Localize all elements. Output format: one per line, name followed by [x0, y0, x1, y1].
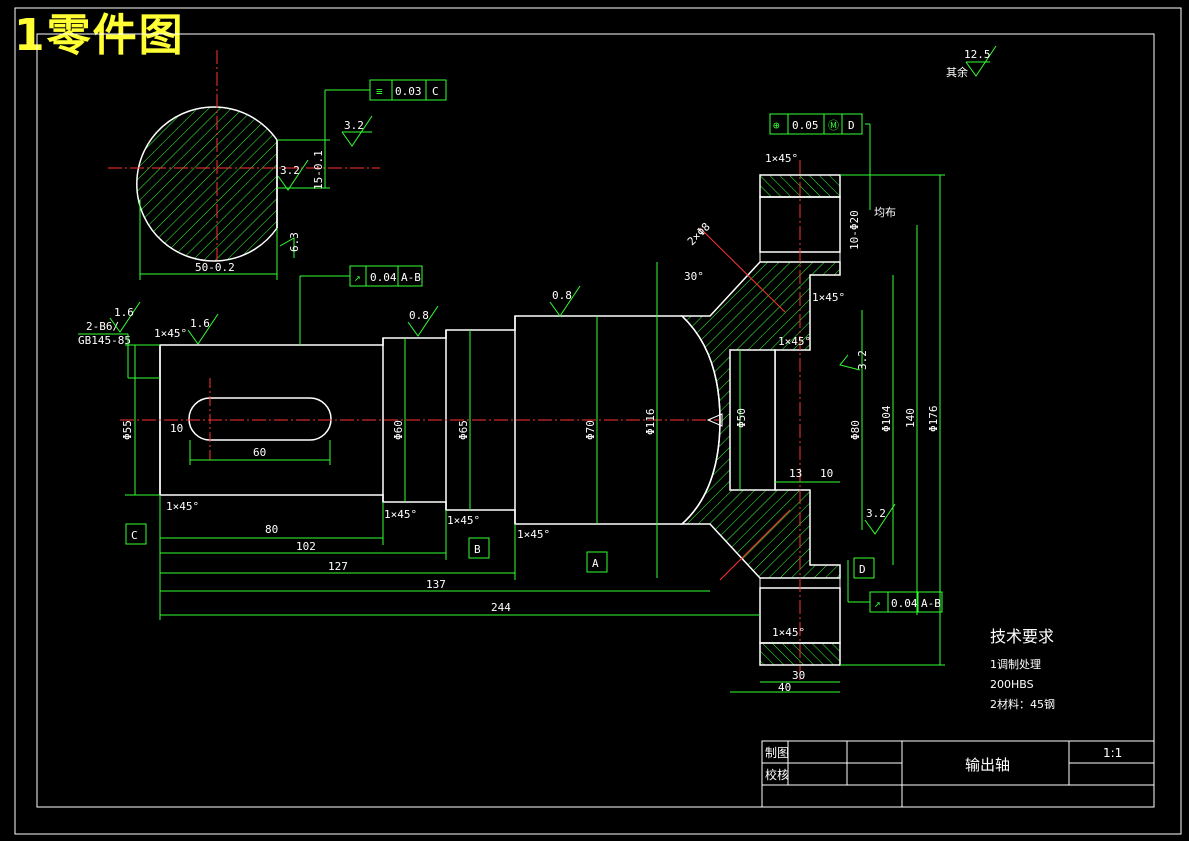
svg-text:Φ104: Φ104 — [880, 405, 893, 432]
svg-text:12.5: 12.5 — [964, 48, 991, 61]
section-roughness-side: 3.2 — [280, 164, 300, 177]
svg-text:D: D — [848, 119, 855, 132]
svg-text:Φ55: Φ55 — [121, 420, 134, 440]
symmetry-tol: 0.03 — [395, 85, 422, 98]
outer-border — [14, 7, 1182, 835]
svg-text:↗: ↗ — [354, 271, 361, 284]
svg-text:1×45°: 1×45° — [772, 626, 805, 639]
svg-text:10: 10 — [170, 422, 183, 435]
svg-text:40: 40 — [778, 681, 791, 694]
svg-text:D: D — [859, 563, 866, 576]
roughness-4: 3.2 — [856, 350, 869, 370]
svg-text:C: C — [131, 529, 138, 542]
roughness-1: 1.6 — [190, 317, 210, 330]
runout-bottom: ↗ 0.04 A-B — [869, 591, 943, 613]
section-roughness-top: 3.2 — [344, 119, 364, 132]
svg-text:B: B — [474, 543, 481, 556]
svg-text:Φ80: Φ80 — [849, 420, 862, 440]
svg-text:1×45°: 1×45° — [154, 327, 187, 340]
svg-text:A-B: A-B — [401, 271, 421, 284]
svg-text:Φ60: Φ60 — [392, 420, 405, 440]
svg-text:0.04: 0.04 — [370, 271, 397, 284]
svg-text:60: 60 — [253, 446, 266, 459]
svg-text:13: 13 — [789, 467, 802, 480]
datum-labels: C B A D — [125, 523, 875, 579]
section-view: 50-0.2 15-0.1 ≡ 0.03 C 3.2 3.2 6.3 — [108, 50, 447, 280]
svg-text:Φ70: Φ70 — [584, 420, 597, 440]
svg-text:A: A — [592, 557, 599, 570]
checked-label: 校核 — [765, 767, 789, 782]
svg-text:0.04: 0.04 — [891, 597, 918, 610]
svg-text:Ⓜ: Ⓜ — [828, 119, 839, 132]
svg-text:GB145-85: GB145-85 — [78, 334, 131, 347]
svg-text:2-B6/: 2-B6/ — [86, 320, 119, 333]
svg-text:1×45°: 1×45° — [447, 514, 480, 527]
svg-text:30°: 30° — [684, 270, 704, 283]
runout-top: ↗ 0.04 A-B — [349, 265, 423, 287]
center-hole-note: 2-B6/ GB145-85 1.6 — [78, 301, 160, 379]
svg-text:200HBS: 200HBS — [990, 678, 1034, 691]
svg-text:1×45°: 1×45° — [765, 152, 798, 165]
svg-text:1×45°: 1×45° — [166, 500, 199, 513]
svg-text:Φ65: Φ65 — [457, 420, 470, 440]
roughness-5: 3.2 — [866, 507, 886, 520]
general-roughness: 12.5 其余 — [946, 45, 997, 79]
dimension-lines — [125, 123, 945, 693]
keyway-depth: 15-0.1 — [312, 150, 325, 190]
svg-text:Φ116: Φ116 — [644, 409, 657, 436]
svg-text:1.6: 1.6 — [114, 306, 134, 319]
svg-text:127: 127 — [328, 560, 348, 573]
svg-text:140: 140 — [904, 408, 917, 428]
svg-text:⊕: ⊕ — [773, 119, 780, 132]
svg-text:1×45°: 1×45° — [384, 508, 417, 521]
svg-text:1调制处理: 1调制处理 — [990, 658, 1041, 671]
svg-text:Φ176: Φ176 — [927, 406, 940, 433]
section-roughness-bottom: 6.3 — [288, 232, 301, 252]
drawing-title: 1零件图 — [14, 10, 185, 61]
svg-text:均布: 均布 — [874, 206, 896, 219]
symmetry-datum: C — [432, 85, 439, 98]
svg-text:137: 137 — [426, 578, 446, 591]
roughness-marks — [187, 285, 896, 535]
title-block — [761, 740, 1155, 808]
svg-text:244: 244 — [491, 601, 511, 614]
svg-text:2×Φ8: 2×Φ8 — [685, 220, 713, 248]
svg-text:A-B: A-B — [921, 597, 941, 610]
svg-text:其余: 其余 — [946, 65, 968, 79]
svg-text:↗: ↗ — [874, 597, 881, 610]
svg-text:Φ50: Φ50 — [735, 408, 748, 428]
roughness-2: 0.8 — [409, 309, 429, 322]
scale-label: 1:1 — [1103, 746, 1122, 760]
svg-text:1×45°: 1×45° — [812, 291, 845, 304]
svg-text:2材料：45钢: 2材料：45钢 — [990, 697, 1055, 711]
svg-text:30: 30 — [792, 669, 805, 682]
part-name: 输出轴 — [965, 756, 1010, 774]
length-labels: 10 60 80 102 127 137 244 13 10 30 40 — [170, 422, 833, 694]
svg-text:10: 10 — [820, 467, 833, 480]
svg-text:1×45°: 1×45° — [778, 335, 811, 348]
tech-requirements: 技术要求 1调制处理 200HBS 2材料：45钢 — [990, 627, 1055, 711]
drawn-label: 制图 — [765, 746, 789, 760]
roughness-3: 0.8 — [552, 289, 572, 302]
svg-text:1×45°: 1×45° — [517, 528, 550, 541]
symmetry-icon: ≡ — [376, 85, 383, 98]
position-tolerance: ⊕ 0.05 Ⓜ D — [769, 113, 863, 135]
inner-border — [36, 33, 1155, 808]
chamfer-labels: 1×45° 1×45° 1×45° 1×45° 1×45° 1×45° 1×45… — [154, 152, 845, 639]
section-width: 50-0.2 — [195, 261, 235, 274]
svg-text:102: 102 — [296, 540, 316, 553]
shaft-view — [120, 160, 841, 680]
svg-text:0.05: 0.05 — [792, 119, 819, 132]
svg-text:技术要求: 技术要求 — [990, 627, 1054, 646]
svg-text:80: 80 — [265, 523, 278, 536]
svg-text:10-Φ20: 10-Φ20 — [848, 210, 861, 250]
